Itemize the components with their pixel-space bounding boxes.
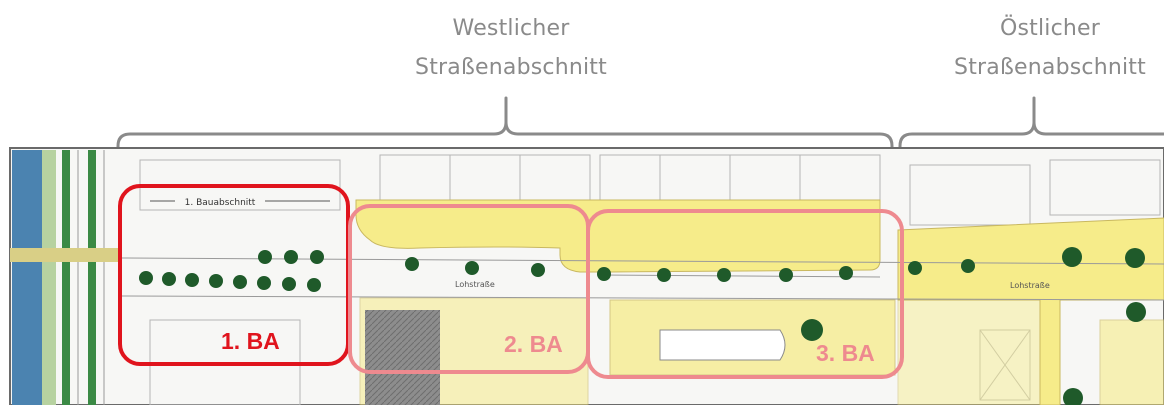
east-heading-line1: Östlicher: [999, 16, 1101, 41]
tree-icon: [209, 274, 223, 288]
street-name-west: Lohstraße: [455, 280, 495, 289]
tree-icon: [258, 250, 272, 264]
phase-2-label: 2. BA: [504, 331, 563, 357]
tree-icon: [597, 267, 611, 281]
tree-icon: [233, 275, 247, 289]
road-surface: [355, 199, 1164, 405]
street-name-east: Lohstraße: [1010, 281, 1050, 290]
phase-3-label: 3. BA: [816, 340, 875, 366]
tree-icon: [717, 268, 731, 282]
tree-icon: [405, 257, 419, 271]
green-strip: [88, 150, 96, 405]
east-heading-line2: Straßenabschnitt: [954, 54, 1146, 80]
tree-icon: [257, 276, 271, 290]
tree-icon: [139, 271, 153, 285]
west-heading-line2: Straßenabschnitt: [415, 54, 607, 80]
tree-row: [139, 247, 1146, 405]
tree-icon: [282, 277, 296, 291]
west-heading-line1: Westlicher: [452, 16, 570, 41]
east-section-bracket: [898, 96, 1164, 164]
green-strip: [62, 150, 70, 405]
tree-icon: [839, 266, 853, 280]
phase-1-label: 1. BA: [221, 328, 280, 354]
tree-icon: [1062, 247, 1082, 267]
tree-icon: [284, 250, 298, 264]
tree-icon: [1063, 388, 1083, 405]
bridge: [10, 248, 120, 262]
tree-icon: [185, 273, 199, 287]
tree-icon: [307, 278, 321, 292]
parking-area: [365, 310, 440, 405]
tree-icon: [801, 319, 823, 341]
phase-3-boundary: [586, 209, 904, 379]
east-section-heading: Östlicher Straßenabschnitt: [920, 10, 1164, 87]
canal-bank: [42, 150, 56, 405]
tree-icon: [162, 272, 176, 286]
tree-icon: [779, 268, 793, 282]
tree-icon: [657, 268, 671, 282]
tree-icon: [465, 261, 479, 275]
canal-water: [12, 150, 42, 405]
west-section-bracket: [116, 96, 894, 164]
tree-icon: [1125, 248, 1145, 268]
tree-icon: [961, 259, 975, 273]
section-caption: 1. Bauabschnitt: [185, 198, 256, 208]
west-section-heading: Westlicher Straßenabschnitt: [370, 10, 652, 87]
tree-icon: [1126, 302, 1146, 322]
tree-icon: [908, 261, 922, 275]
tree-icon: [531, 263, 545, 277]
tree-icon: [310, 250, 324, 264]
